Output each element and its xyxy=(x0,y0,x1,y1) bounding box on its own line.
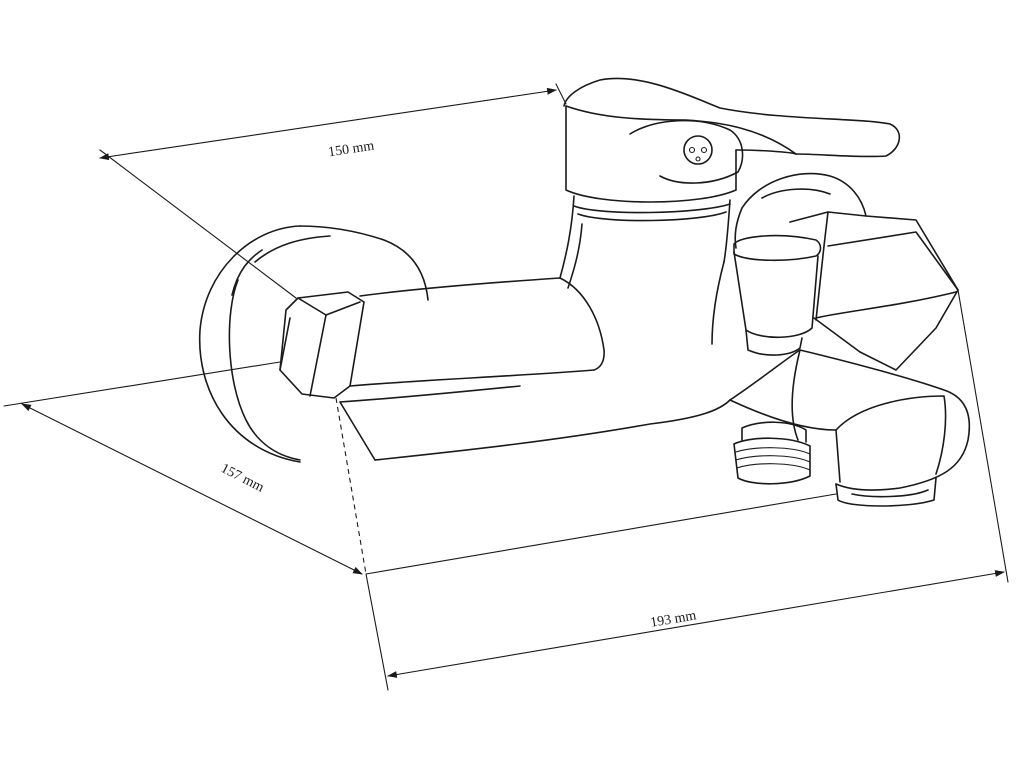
mixer-neck xyxy=(559,195,731,345)
dimension-label-depth: 150 mm xyxy=(327,139,375,161)
lever-handle xyxy=(563,77,901,203)
dimension-label-width: 157 mm xyxy=(218,461,266,495)
dimension-lines xyxy=(3,83,1009,691)
diverter-housing xyxy=(734,172,959,371)
faucet-body xyxy=(339,277,731,461)
hex-nut xyxy=(279,291,365,399)
spout xyxy=(729,349,971,507)
shower-outlet-thread xyxy=(733,421,811,485)
diverter-knob xyxy=(733,234,822,356)
wall-flange xyxy=(198,225,429,463)
